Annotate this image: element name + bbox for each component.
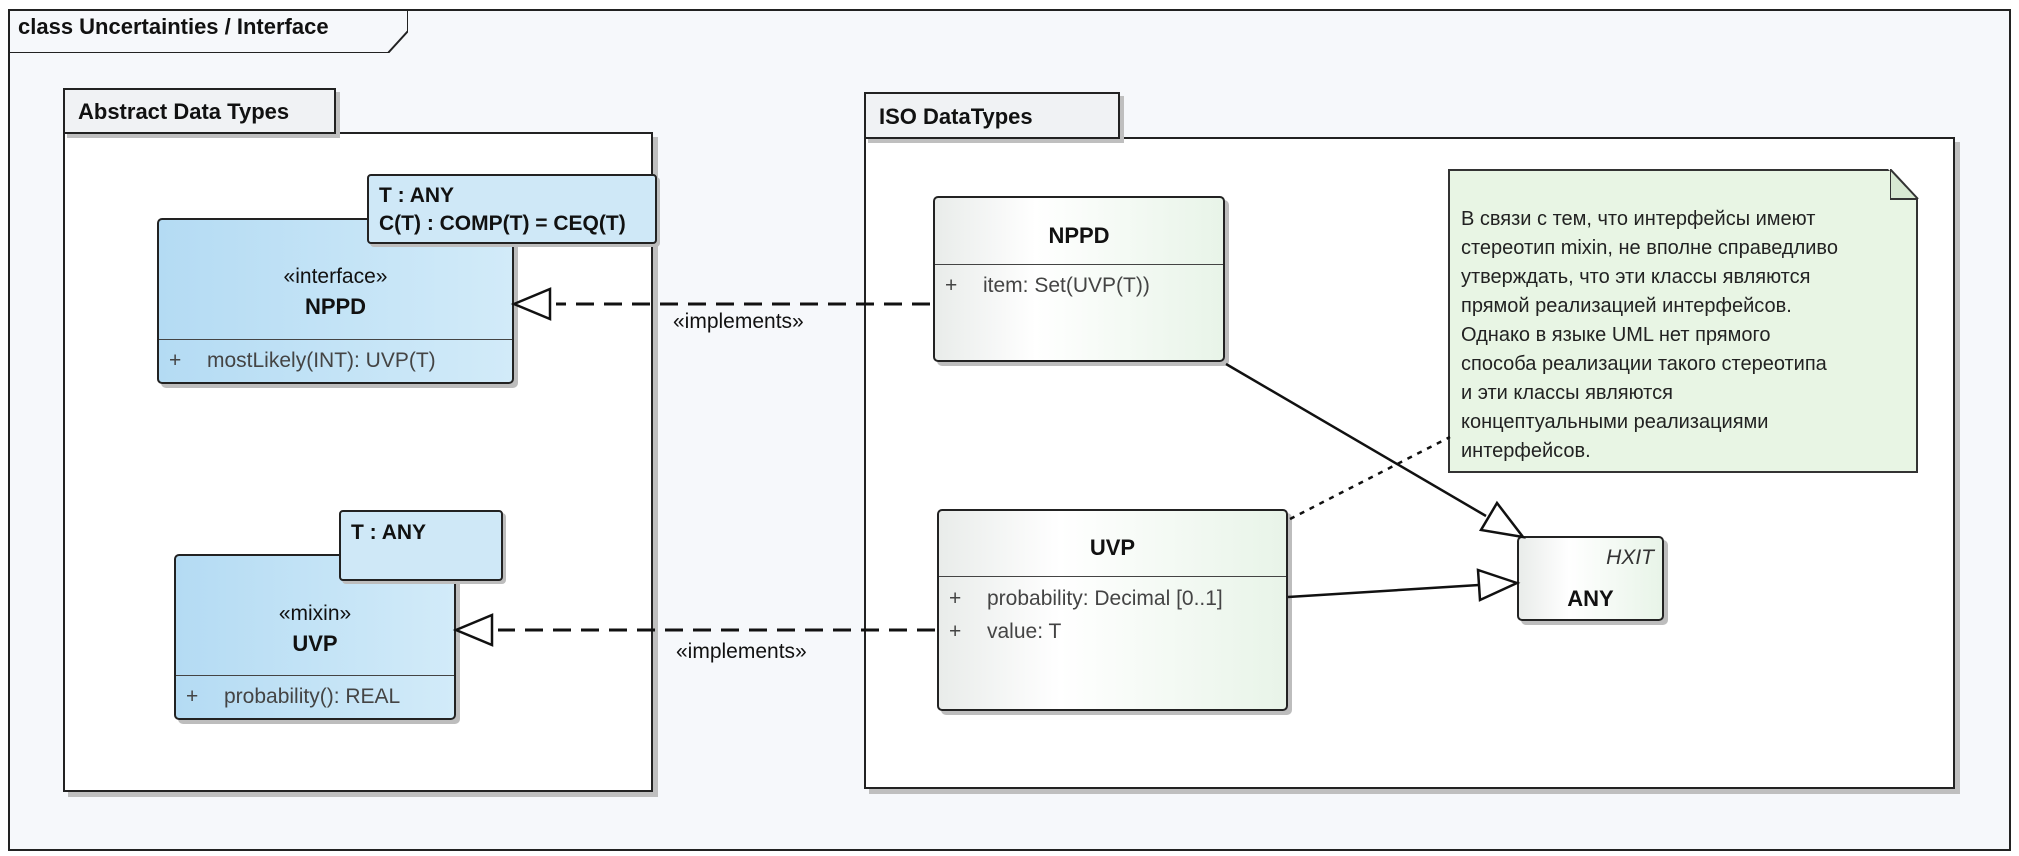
interface-uvp-divider	[176, 675, 454, 676]
realization-arrowhead-uvp	[452, 613, 494, 647]
interface-nppd-stereotype: «interface»	[283, 265, 388, 288]
interface-uvp-template-params[interactable]: T : ANY	[339, 510, 503, 581]
attribute-text: value: T	[987, 620, 1062, 643]
interface-nppd-divider	[159, 339, 512, 340]
operation-text: mostLikely(INT): UVP(T)	[207, 349, 436, 372]
class-any[interactable]: HXIT ANY	[1517, 536, 1664, 621]
implements-label-nppd: «implements»	[673, 310, 804, 333]
note-line: прямой реализацией интерфейсов.	[1461, 295, 1792, 317]
interface-nppd-operation[interactable]: + mostLikely(INT): UVP(T)	[169, 349, 436, 373]
note-anchor-line	[1289, 435, 1451, 521]
note-line: утверждать, что эти классы являются	[1461, 266, 1811, 288]
interface-uvp-name: UVP	[292, 631, 338, 656]
package-iso-label: ISO DataTypes	[879, 104, 1033, 129]
note-line: способа реализации такого стереотипа	[1461, 353, 1827, 375]
class-uvp-divider	[939, 576, 1286, 577]
interface-nppd-name: NPPD	[304, 294, 367, 319]
interface-uvp-stereotype: «mixin»	[278, 602, 352, 625]
note[interactable]: В связи с тем, что интерфейсы имеют стер…	[1448, 169, 1918, 473]
interface-uvp-operation[interactable]: + probability(): REAL	[186, 685, 400, 709]
visibility-marker: +	[949, 587, 962, 610]
class-uvp-name: UVP	[1089, 535, 1136, 560]
note-line: и эти классы являются	[1461, 382, 1673, 404]
note-line: стереотип mixin, не вполне справедливо	[1461, 237, 1838, 259]
note-line: В связи с тем, что интерфейсы имеют	[1461, 208, 1816, 230]
class-uvp[interactable]: UVP + probability: Decimal [0..1] + value:…	[937, 509, 1288, 711]
interface-nppd-template-params[interactable]: T : ANY C(T) : COMP(T) = CEQ(T)	[367, 174, 657, 244]
visibility-marker: +	[186, 685, 199, 708]
interface-uvp[interactable]: «mixin» UVP + probability(): REAL	[174, 554, 456, 720]
class-nppd-divider	[935, 264, 1223, 265]
visibility-marker: +	[169, 349, 182, 372]
template-param-c: C(T) : COMP(T) = CEQ(T)	[379, 212, 626, 235]
realization-arrowhead-nppd	[510, 287, 552, 321]
visibility-marker: +	[949, 620, 962, 643]
class-uvp-attribute-value[interactable]: + value: T	[949, 620, 1061, 644]
implements-label-uvp: «implements»	[676, 640, 807, 663]
generalization-arrowhead-nppd-any	[1478, 500, 1526, 539]
attribute-text: item: Set(UVP(T))	[983, 274, 1150, 297]
interface-nppd[interactable]: «interface» NPPD + mostLikely(INT): UVP(T…	[157, 218, 514, 384]
template-param-t: T : ANY	[379, 184, 455, 207]
package-iso-tab[interactable]: ISO DataTypes	[864, 92, 1120, 139]
generalization-arrowhead-uvp-any	[1476, 568, 1521, 602]
note-line: интерфейсов.	[1461, 440, 1591, 462]
class-uvp-attribute-probability[interactable]: + probability: Decimal [0..1]	[949, 587, 1223, 611]
diagram-frame-tab	[8, 9, 408, 53]
class-nppd-name: NPPD	[1048, 223, 1110, 248]
note-fold-icon	[1890, 169, 1919, 200]
class-nppd[interactable]: NPPD + item: Set(UVP(T))	[933, 196, 1225, 362]
package-abstract-label: Abstract Data Types	[78, 99, 290, 124]
package-abstract-tab[interactable]: Abstract Data Types	[63, 88, 336, 134]
template-param-t: T : ANY	[351, 521, 427, 544]
visibility-marker: +	[945, 274, 958, 297]
operation-text: probability(): REAL	[224, 685, 401, 708]
attribute-text: probability: Decimal [0..1]	[987, 587, 1223, 610]
note-text: В связи с тем, что интерфейсы имеют стер…	[1461, 205, 1838, 466]
class-nppd-attribute[interactable]: + item: Set(UVP(T))	[945, 274, 1150, 298]
note-line: концептуальными реализациями	[1461, 411, 1769, 433]
class-any-stereotype: HXIT	[1606, 546, 1654, 569]
diagram-title: class Uncertainties / Interface	[18, 14, 329, 39]
generalization-line-nppd-any	[1225, 362, 1487, 518]
generalization-line-uvp-any	[1287, 583, 1480, 599]
class-any-name: ANY	[1567, 586, 1614, 611]
note-line: Однако в языке UML нет прямого	[1461, 324, 1771, 346]
